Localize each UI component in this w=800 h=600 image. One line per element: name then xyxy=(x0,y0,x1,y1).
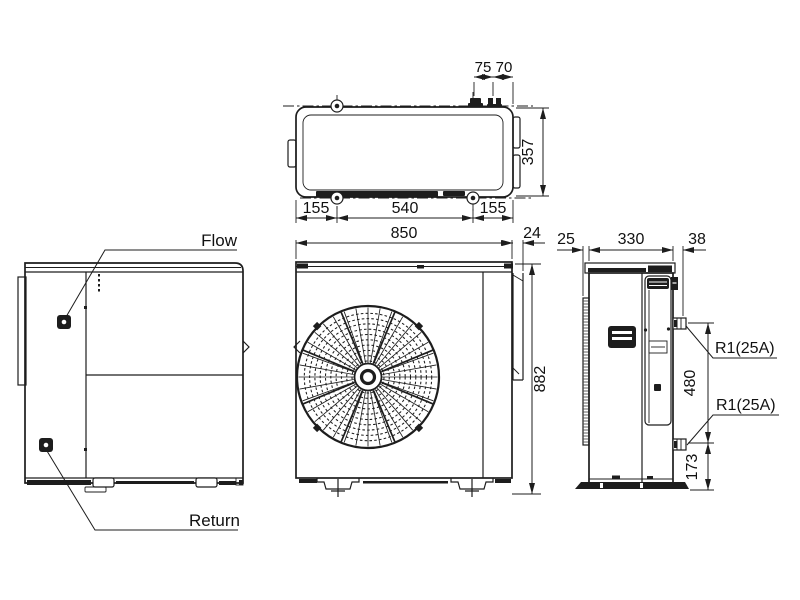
flow-leader-line xyxy=(65,249,237,318)
rear-fin-edge xyxy=(17,276,27,386)
front-view-body xyxy=(295,261,513,479)
dim-173: 173 xyxy=(684,454,701,481)
hinge-block xyxy=(671,277,678,290)
fan-grille xyxy=(295,304,441,450)
pipe-leader-bottom xyxy=(686,414,779,446)
return-connection xyxy=(39,438,53,452)
mounting-hole-top xyxy=(330,99,344,113)
pipe-valve-top xyxy=(672,317,687,330)
front-foot-left xyxy=(316,478,360,497)
flow-connection xyxy=(57,315,71,329)
foot-bracket-right xyxy=(195,477,218,488)
side-view: 25 330 38 R1(25A) R1(25A) 480 173 xyxy=(557,231,779,491)
dim-155-right: 155 xyxy=(480,200,507,217)
dim-540: 540 xyxy=(392,200,419,217)
dim-25: 25 xyxy=(557,231,575,248)
dim-38: 38 xyxy=(688,231,706,248)
dim-75: 75 xyxy=(475,59,492,76)
front-foot-right xyxy=(450,478,494,497)
dim-70: 70 xyxy=(496,59,513,76)
dim-882: 882 xyxy=(532,366,549,393)
dim-850: 850 xyxy=(391,225,418,242)
dim-155-left: 155 xyxy=(303,200,330,217)
dim-357: 357 xyxy=(520,139,537,166)
label-pipe-connection-bottom: R1(25A) xyxy=(716,397,776,414)
pipe-stub-1 xyxy=(468,98,483,107)
right-side-tab-upper xyxy=(512,116,521,149)
label-pipe-connection-top: R1(25A) xyxy=(715,340,775,357)
label-flow: Flow xyxy=(201,231,238,250)
side-base-plate xyxy=(575,475,689,489)
top-view-body xyxy=(295,106,514,198)
left-view: Flow Return xyxy=(17,231,250,531)
dim-24: 24 xyxy=(523,225,541,242)
pipe-stub-2 xyxy=(487,98,502,108)
side-view-body xyxy=(588,272,674,485)
rear-fin-strip xyxy=(512,273,524,381)
right-side-tab-lower xyxy=(512,154,521,189)
top-view: 75 70 357 155 540 155 xyxy=(283,59,549,223)
panel-seam-mark-right xyxy=(242,340,250,354)
mounting-hole-bottom-left xyxy=(330,191,344,205)
pipe-leader-top xyxy=(685,325,777,359)
return-leader-line xyxy=(46,450,238,531)
mounting-hole-bottom-right xyxy=(466,191,480,205)
dim-480: 480 xyxy=(682,370,699,397)
service-panel xyxy=(643,275,672,426)
left-view-body xyxy=(24,262,244,484)
left-side-tab xyxy=(287,139,297,168)
fin-hatch-pattern xyxy=(583,300,589,443)
panel-seam-mark-left xyxy=(293,340,301,354)
label-return: Return xyxy=(189,511,240,530)
pipe-valve-bottom xyxy=(672,438,687,451)
front-view: 850 24 882 xyxy=(293,225,549,497)
rear-coil-fins xyxy=(582,297,590,446)
dim-330: 330 xyxy=(618,231,645,248)
foot-bracket-left xyxy=(92,477,115,488)
side-handle xyxy=(608,326,636,348)
